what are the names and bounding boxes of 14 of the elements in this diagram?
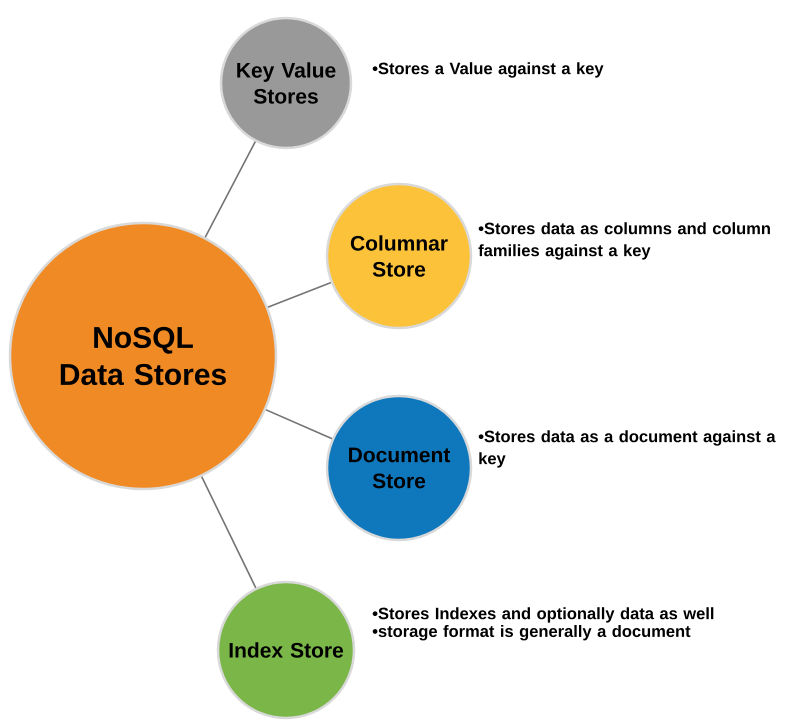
bullet-text: •storage format is generally a document (372, 624, 690, 640)
bullet-text: •Stores data as a document against a key (478, 430, 776, 468)
connector-line (201, 476, 256, 588)
connector-line (204, 141, 256, 238)
bullet-text: •Stores data as columns and column families against a key (478, 222, 770, 260)
circle-node: Key Value Stores (220, 16, 352, 150)
connector-line (268, 282, 332, 308)
bullet-text: •Stores Indexes and optionally data as well (372, 607, 714, 623)
bullet-text: •Stores a Value against a key (372, 62, 604, 78)
circle-node: Columnar Store (326, 182, 472, 330)
connector-line (266, 409, 332, 440)
circle-node: NoSQL Data Stores (8, 222, 278, 490)
circle-node: Index Store (216, 580, 356, 720)
circle-node: Document Store (326, 394, 472, 542)
